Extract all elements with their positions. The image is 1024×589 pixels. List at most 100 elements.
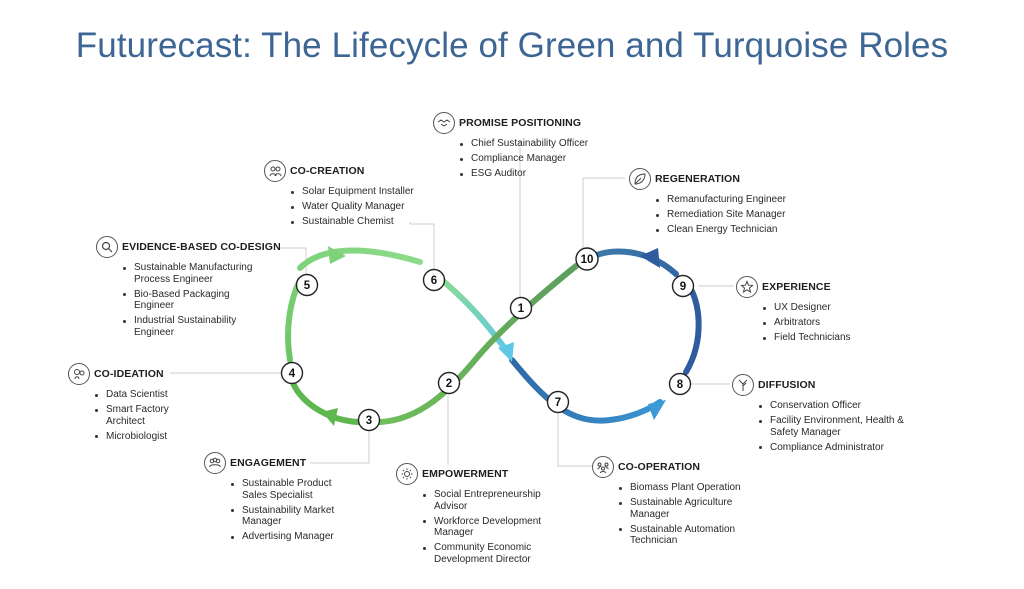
list-item: Conservation Officer [756,400,916,412]
list-item: Remediation Site Manager [653,209,959,221]
list-item: Remanufacturing Engineer [653,194,959,206]
stage-title: EVIDENCE-BASED CO-DESIGN [122,241,281,253]
role-list: Social Entrepreneurship Advisor Workforc… [396,489,555,565]
svg-text:2: 2 [446,378,452,390]
svg-text:9: 9 [680,281,686,293]
node-5: 5 [295,273,319,297]
node-3: 3 [357,408,381,432]
list-item: Chief Sustainability Officer [457,138,763,150]
magnifier-icon [96,236,118,258]
node-4: 4 [280,361,304,385]
team-icon [592,456,614,478]
role-list: Data Scientist Smart Factory Architect M… [68,389,202,442]
arrow-top-right [640,248,660,268]
list-item: Water Quality Manager [288,201,594,213]
node-6: 6 [422,268,446,292]
stage-title: CO-CREATION [290,165,365,177]
list-item: Advertising Manager [228,531,358,543]
role-list: Chief Sustainability Officer Compliance … [433,138,763,180]
stage-engagement: ENGAGEMENT Sustainable Product Sales Spe… [204,452,404,546]
list-item: Field Technicians [760,332,1024,344]
group-icon [204,452,226,474]
node-9: 9 [671,274,695,298]
stage-title: EXPERIENCE [762,281,831,293]
svg-text:5: 5 [304,280,311,292]
list-item: Sustainable Automation Technician [616,524,756,547]
ideas-icon [68,363,90,385]
role-list: Conservation Officer Facility Environmen… [732,400,916,453]
svg-text:8: 8 [677,379,684,391]
list-item: Facility Environment, Health & Safety Ma… [756,415,916,438]
list-item: Bio-Based Packaging Engineer [120,289,270,312]
branch-icon [732,374,754,396]
stage-diffusion: DIFFUSION Conservation Officer Facility … [732,374,952,457]
stage-title: EMPOWERMENT [422,468,509,480]
stage-co-creation: CO-CREATION Solar Equipment Installer Wa… [264,160,594,231]
svg-text:6: 6 [431,275,437,287]
leaf-icon [629,168,651,190]
loop-arrows [322,246,666,426]
stage-title: PROMISE POSITIONING [459,117,582,129]
loop-path [285,247,702,425]
role-list: Remanufacturing Engineer Remediation Sit… [629,194,959,236]
role-list: Biomass Plant Operation Sustainable Agri… [592,482,756,547]
svg-text:4: 4 [289,368,296,380]
stage-regeneration: REGENERATION Remanufacturing Engineer Re… [629,168,959,239]
list-item: Smart Factory Architect [92,404,202,427]
list-item: Sustainable Product Sales Specialist [228,478,358,501]
stage-co-operation: CO-OPERATION Biomass Plant Operation Sus… [592,456,792,550]
stage-title: REGENERATION [655,173,741,185]
svg-text:10: 10 [581,254,594,266]
page-title: Futurecast: The Lifecycle of Green and T… [75,26,949,65]
role-list: Solar Equipment Installer Water Quality … [264,186,594,228]
arrow-bottom-right [648,400,666,420]
stage-co-ideation: CO-IDEATION Data Scientist Smart Factory… [68,363,238,446]
node-2: 2 [437,371,461,395]
list-item: Community Economic Development Director [420,542,555,565]
list-item: Sustainable Agriculture Manager [616,497,756,520]
loop-nodes: 1 2 3 4 5 6 7 8 9 10 [280,247,695,432]
list-item: ESG Auditor [457,168,763,180]
list-item: Compliance Administrator [756,442,916,454]
stage-promise-positioning: PROMISE POSITIONING Chief Sustainability… [433,112,763,183]
arrow-bottom-left [322,408,338,426]
svg-text:3: 3 [366,415,372,427]
stage-title: CO-IDEATION [94,368,164,380]
list-item: Arbitrators [760,317,1024,329]
role-list: UX Designer Arbitrators Field Technician… [736,302,1024,344]
list-item: Workforce Development Manager [420,516,555,539]
people-icon [264,160,286,182]
node-8: 8 [668,372,692,396]
svg-text:7: 7 [555,397,561,409]
list-item: Clean Energy Technician [653,224,959,236]
svg-text:1: 1 [518,303,525,315]
role-list: Sustainable Manufacturing Process Engine… [96,262,270,338]
stage-title: DIFFUSION [758,379,816,391]
gear-people-icon [396,463,418,485]
node-10: 10 [575,247,599,271]
list-item: Sustainability Market Manager [228,505,358,528]
list-item: Sustainable Manufacturing Process Engine… [120,262,270,285]
list-item: Solar Equipment Installer [288,186,594,198]
arrow-top-left [328,246,346,264]
stage-experience: EXPERIENCE UX Designer Arbitrators Field… [736,276,1024,347]
arrow-center [498,342,514,362]
list-item: UX Designer [760,302,1024,314]
list-item: Biomass Plant Operation [616,482,756,494]
stage-evidence-based-co-design: EVIDENCE-BASED CO-DESIGN Sustainable Man… [96,236,296,342]
stage-empowerment: EMPOWERMENT Social Entrepreneurship Advi… [396,463,596,569]
stage-title: CO-OPERATION [618,461,701,473]
list-item: Data Scientist [92,389,202,401]
node-1: 1 [509,296,533,320]
star-icon [736,276,758,298]
handshake-icon [433,112,455,134]
list-item: Sustainable Chemist [288,216,594,228]
list-item: Microbiologist [92,431,202,443]
list-item: Social Entrepreneurship Advisor [420,489,555,512]
list-item: Compliance Manager [457,153,763,165]
stage-title: ENGAGEMENT [230,457,307,469]
list-item: Industrial Sustainability Engineer [120,315,270,338]
role-list: Sustainable Product Sales Specialist Sus… [204,478,358,543]
node-7: 7 [546,390,570,414]
